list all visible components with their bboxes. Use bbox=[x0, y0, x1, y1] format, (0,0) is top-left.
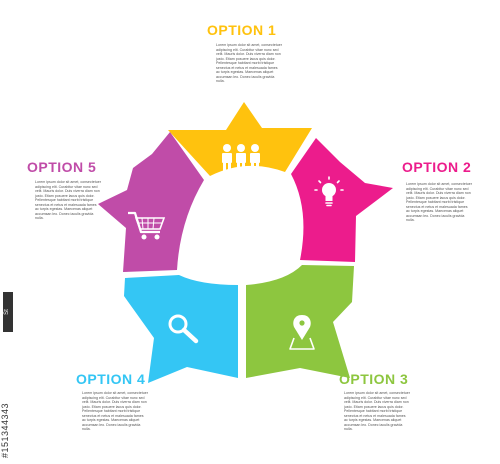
option-3-title: OPTION 3 bbox=[339, 371, 409, 387]
magnifier-icon bbox=[168, 314, 199, 344]
option-4-title: OPTION 4 bbox=[76, 371, 146, 387]
lightbulb-icon bbox=[314, 176, 344, 207]
segment-option-2 bbox=[291, 138, 393, 262]
shopping-cart-icon bbox=[128, 211, 166, 240]
segment-option-1 bbox=[168, 102, 312, 176]
option-1-text: Lorem ipsum dolor sit amet, consectetuer… bbox=[216, 43, 282, 83]
segment-option-4-shape bbox=[124, 275, 238, 383]
adobe-stock-logo: St bbox=[3, 292, 13, 332]
option-2-text: Lorem ipsum dolor sit amet, consectetuer… bbox=[406, 182, 472, 222]
segment-option-1-shape bbox=[168, 102, 312, 176]
svg-text:St: St bbox=[4, 309, 10, 315]
option-4-text: Lorem ipsum dolor sit amet, consectetuer… bbox=[82, 391, 148, 431]
map-pin-icon bbox=[289, 315, 315, 350]
option-5-text: Lorem ipsum dolor sit amet, consectetuer… bbox=[35, 180, 101, 220]
segment-option-5-shape bbox=[98, 132, 204, 272]
option-3-text: Lorem ipsum dolor sit amet, consectetuer… bbox=[344, 391, 410, 431]
option-2-title: OPTION 2 bbox=[402, 159, 472, 175]
option-1-title: OPTION 1 bbox=[207, 22, 277, 38]
segment-option-2-shape bbox=[291, 138, 393, 262]
option-5-title: OPTION 5 bbox=[27, 159, 97, 175]
segment-option-5 bbox=[98, 132, 204, 272]
people-icon bbox=[222, 144, 260, 171]
segment-option-4 bbox=[124, 275, 238, 383]
stock-id-watermark: #151344343 bbox=[0, 402, 10, 458]
